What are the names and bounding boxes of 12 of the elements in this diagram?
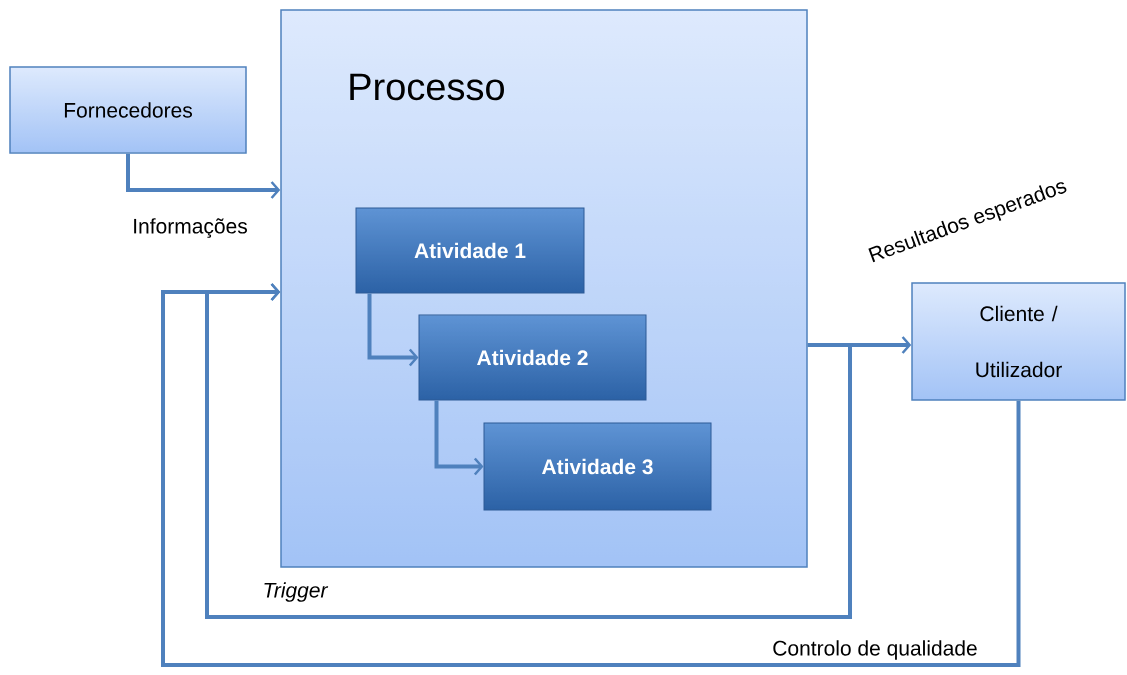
arrow [161, 283, 1021, 667]
edge-label: Controlo de qualidade [771, 639, 979, 661]
activity-box: Atividade 2 [418, 314, 647, 401]
activity-box: Atividade 3 [483, 422, 712, 511]
activity-box: Atividade 1 [355, 207, 585, 294]
process-box: Fornecedores [9, 66, 247, 154]
arrow [126, 153, 281, 199]
edge-label: Informações [131, 217, 249, 239]
process-box: Cliente / Utilizador [911, 282, 1126, 401]
arrow [473, 457, 484, 476]
arrow [408, 348, 419, 367]
edge-label: Trigger [261, 581, 329, 603]
